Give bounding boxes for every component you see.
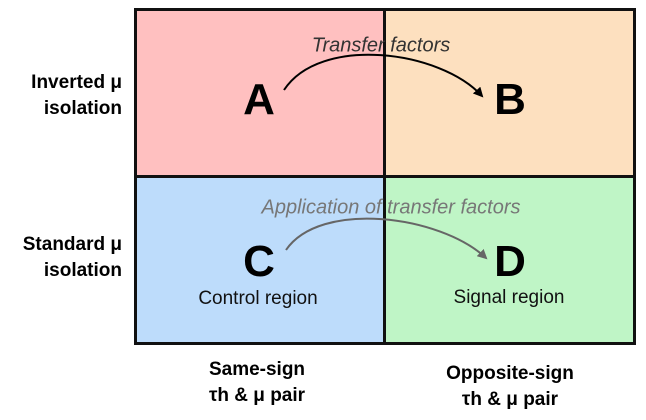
row-label-inverted: Inverted μ isolation [31, 70, 122, 121]
column-label-opposite-sign-line2: τh & μ pair [461, 388, 559, 410]
application-caption: Application of transfer factors [261, 196, 521, 219]
signal-region-label: Signal region [453, 287, 565, 308]
column-label-same-sign-line2: τh & μ pair [208, 384, 306, 406]
row-label-standard: Standard μ isolation [23, 232, 122, 283]
region-b-letter: B [494, 75, 526, 124]
region-a-quadrant [135, 9, 384, 177]
row-label-standard-line1: Standard μ [22, 234, 122, 255]
region-d-letter: D [494, 237, 526, 286]
row-label-standard-line2: isolation [43, 259, 122, 281]
horizontal-divider [134, 175, 636, 178]
column-label-opposite-sign: Opposite-sign τh & μ pair [446, 361, 574, 412]
region-d-quadrant [384, 177, 635, 344]
region-b-quadrant [384, 9, 635, 177]
column-label-same-sign: Same-sign τh & μ pair [209, 357, 305, 408]
application-arrow [285, 217, 488, 260]
column-label-opposite-sign-line1: Opposite-sign [446, 363, 574, 384]
region-c-quadrant [135, 177, 384, 344]
transfer-factors-arrow [283, 53, 484, 98]
row-label-inverted-line2: isolation [43, 97, 122, 119]
row-label-inverted-line1: Inverted μ [31, 72, 122, 93]
column-label-same-sign-line1: Same-sign [208, 359, 306, 380]
region-a-letter: A [243, 75, 275, 124]
control-region-label: Control region [198, 288, 318, 309]
transfer-factors-caption: Transfer factors [311, 34, 451, 57]
region-c-letter: C [243, 237, 275, 286]
